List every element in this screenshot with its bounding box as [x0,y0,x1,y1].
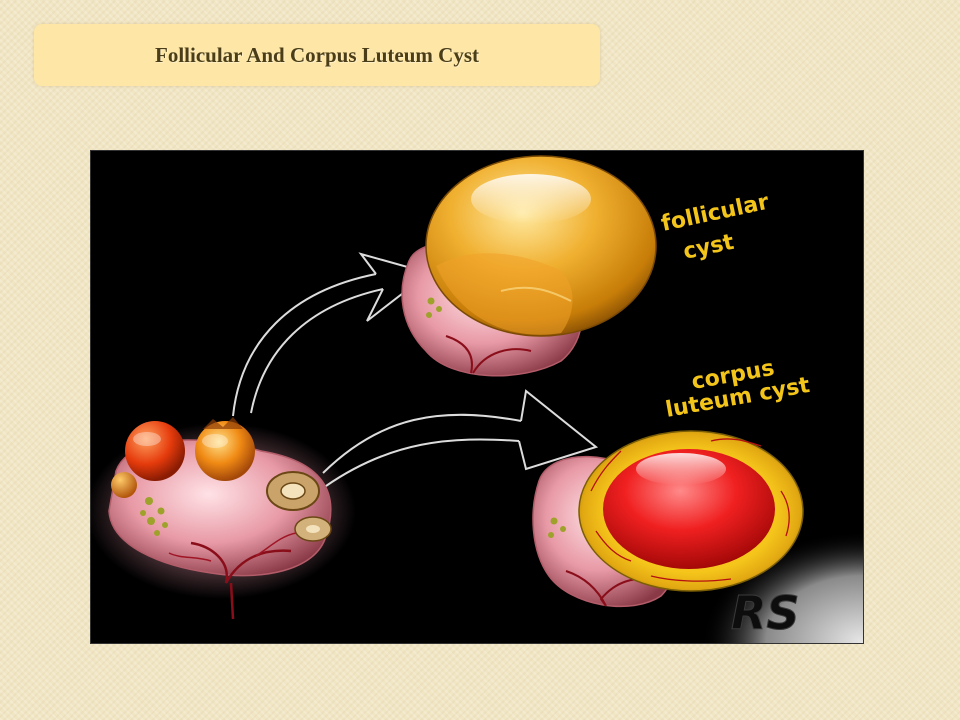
ruptured-follicle-ring [266,471,320,511]
ovarian-cyst-diagram: RS [91,155,863,643]
illustration-panel: RS [90,150,864,644]
corpus-albicans-ring [294,516,332,542]
title-bar: Follicular And Corpus Luteum Cyst [34,24,600,86]
corpus-luteum-cyst [578,430,804,592]
label-follicular: follicular [659,190,771,237]
slide-title: Follicular And Corpus Luteum Cyst [155,42,479,67]
developing-follicle-red [125,421,185,481]
dominant-follicle [195,421,255,481]
artist-signature: RS [731,586,800,640]
follicular-cyst [425,155,657,337]
small-follicle [111,472,137,498]
arrow-to-follicular-cyst [232,252,432,417]
arrow-to-corpus-luteum-cyst [322,389,599,487]
label-follicular-cyst: cyst [681,230,737,265]
